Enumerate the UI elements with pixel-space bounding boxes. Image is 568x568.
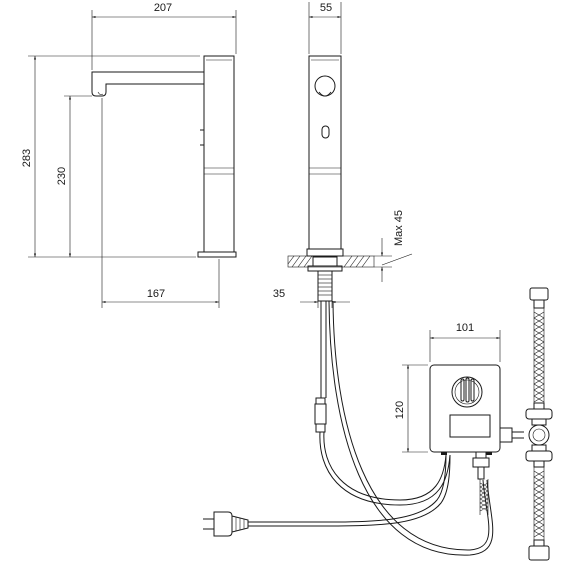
valve-body: [528, 424, 550, 446]
faucet-body: [203, 55, 235, 253]
front-body: [308, 55, 342, 250]
box-window: [449, 414, 491, 438]
power-plug: [203, 454, 451, 537]
box-side-connector: [499, 427, 513, 443]
outlet-fitting: [475, 451, 487, 459]
spout: [91, 71, 205, 97]
sensor-window: [321, 125, 330, 139]
box-knob: [451, 376, 483, 408]
dim-spout-height: 230: [56, 167, 68, 185]
cable-connector: [314, 403, 327, 425]
dim-top-depth: 55: [320, 2, 332, 14]
outlet-nut: [472, 457, 490, 468]
faucet-base: [197, 251, 237, 258]
braided-hose-supply-lower: [533, 467, 545, 540]
dim-max-thickness: Max 45: [393, 210, 405, 246]
valve-top-nut: [525, 408, 553, 420]
front-view: 55 Max 45 35: [273, 2, 494, 556]
valve-bottom-nut: [525, 450, 553, 462]
countertop: [287, 255, 375, 268]
control-box: [429, 364, 501, 453]
supply-hose-top-nut: [529, 287, 549, 301]
threaded-shank: [317, 270, 333, 302]
dim-box-width: 101: [456, 322, 474, 334]
braided-hose-upper: [533, 308, 545, 405]
dim-box-height: 120: [394, 401, 406, 419]
side-view: 207 283 230 167: [21, 2, 237, 308]
mounting-nut: [312, 256, 338, 267]
supply-hose-bottom-nut: [528, 545, 550, 561]
front-knob: [314, 75, 336, 97]
braided-hose-lower: [479, 479, 489, 515]
dim-top-width: 207: [154, 2, 172, 14]
dim-shank: 35: [273, 288, 285, 300]
cable-connector-bottom: [315, 423, 326, 433]
cable-connector-top: [315, 397, 326, 405]
front-base: [306, 248, 344, 257]
dim-projection: 167: [147, 288, 165, 300]
control-box-view: 101 120: [394, 287, 553, 561]
dim-overall-height: 283: [21, 149, 33, 167]
